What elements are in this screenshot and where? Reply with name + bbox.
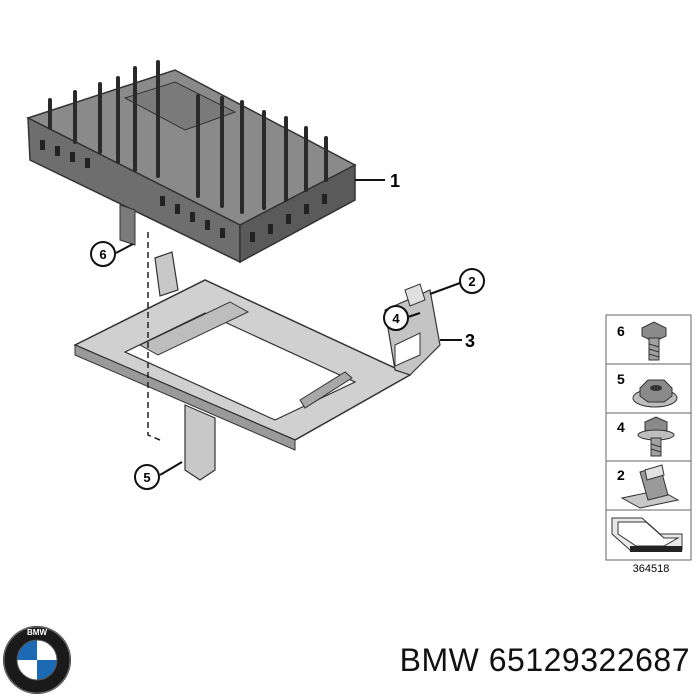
legend-label-5: 5 [617, 371, 625, 387]
direction-arrow-icon [611, 517, 683, 552]
hex-nut-icon [632, 379, 678, 408]
diagram-number: 364518 [633, 563, 670, 575]
assembly-guide-line [147, 232, 161, 441]
callout-5: 5 [134, 464, 160, 490]
svg-text:5: 5 [143, 470, 150, 485]
part-number-caption: BMW 65129322687 [399, 642, 690, 678]
callout-2: 2 [459, 268, 485, 294]
callout-3: 3 [465, 331, 475, 351]
callout-4: 4 [383, 305, 409, 331]
svg-text:2: 2 [468, 274, 475, 289]
svg-text:6: 6 [99, 247, 106, 262]
control-unit-housing [26, 60, 357, 264]
clip-nut-icon [620, 464, 680, 509]
fastener-legend: 6 5 4 2 [605, 314, 692, 561]
callout-6: 6 [90, 241, 116, 267]
svg-text:BMW: BMW [27, 628, 47, 637]
legend-label-2: 2 [617, 467, 625, 483]
svg-text:4: 4 [392, 311, 400, 326]
callout-1: 1 [390, 171, 400, 191]
mounting-bracket [73, 251, 441, 481]
legend-label-6: 6 [617, 323, 625, 339]
flange-bolt-icon [637, 416, 675, 457]
bmw-logo: BMW [3, 626, 71, 694]
legend-label-4: 4 [617, 419, 625, 435]
hex-bolt-icon [641, 321, 667, 361]
